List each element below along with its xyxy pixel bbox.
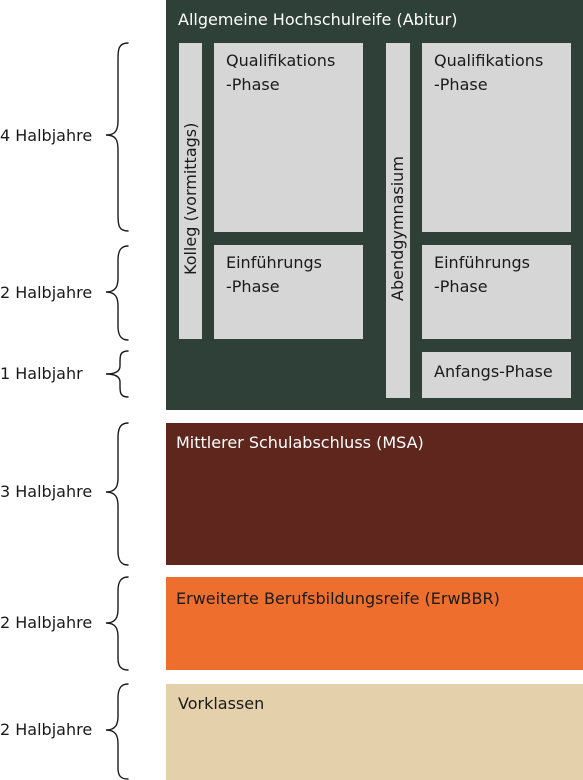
- erwbbr-section: Erweiterte Berufsbildungsreife (ErwBBR): [166, 577, 583, 670]
- kolleg-qualifikationsphase-box: Qualifikations -Phase: [214, 43, 363, 232]
- abitur-section: Allgemeine Hochschulreife (Abitur) Kolle…: [166, 0, 583, 410]
- kolleg-qualifikation-line1: Qualifikations: [226, 51, 336, 70]
- abend-qualifikation-line2: -Phase: [434, 75, 488, 94]
- kolleg-bar: Kolleg (vormittags): [179, 43, 202, 339]
- abend-anfangsphase-box: Anfangs-Phase: [422, 352, 571, 398]
- vorklassen-section: Vorklassen: [166, 684, 583, 780]
- abendgymnasium-bar: Abendgymnasium: [386, 43, 410, 398]
- duration-label-qualifikation: 4 Halbjahre: [0, 126, 93, 145]
- brace-anfang: [105, 350, 129, 398]
- brace-qualifikation: [105, 42, 129, 232]
- erwbbr-title: Erweiterte Berufsbildungsreife (ErwBBR): [176, 589, 500, 608]
- brace-msa: [105, 422, 129, 566]
- kolleg-einfuehrung-line2: -Phase: [226, 277, 280, 296]
- abend-anfangsphase-label: Anfangs-Phase: [434, 362, 553, 381]
- kolleg-qualifikation-line2: -Phase: [226, 75, 280, 94]
- kolleg-einfuehrung-line1: Einführungs: [226, 253, 322, 272]
- abend-einfuehrung-line1: Einführungs: [434, 253, 530, 272]
- kolleg-einfuehrungsphase-box: Einführungs -Phase: [214, 245, 363, 339]
- brace-erwbbr: [105, 576, 129, 671]
- duration-label-erwbbr: 2 Halbjahre: [0, 613, 93, 632]
- abendgymnasium-label: Abendgymnasium: [388, 156, 407, 301]
- duration-label-vorklassen: 2 Halbjahre: [0, 720, 93, 739]
- brace-einfuehrung: [105, 245, 129, 341]
- kolleg-label: Kolleg (vormittags): [181, 122, 200, 275]
- duration-label-msa: 3 Halbjahre: [0, 482, 93, 501]
- abend-einfuehrung-line2: -Phase: [434, 277, 488, 296]
- abend-qualifikation-line1: Qualifikations: [434, 51, 544, 70]
- msa-title: Mittlerer Schulabschluss (MSA): [176, 433, 424, 452]
- brace-vorklassen: [105, 683, 129, 780]
- duration-label-einfuehrung: 2 Halbjahre: [0, 283, 93, 302]
- abend-einfuehrungsphase-box: Einführungs -Phase: [422, 245, 571, 339]
- abend-qualifikationsphase-box: Qualifikations -Phase: [422, 43, 571, 232]
- abitur-title: Allgemeine Hochschulreife (Abitur): [178, 10, 458, 29]
- duration-label-anfang: 1 Halbjahr: [0, 364, 83, 383]
- vorklassen-title: Vorklassen: [178, 694, 265, 713]
- msa-section: Mittlerer Schulabschluss (MSA): [166, 423, 583, 565]
